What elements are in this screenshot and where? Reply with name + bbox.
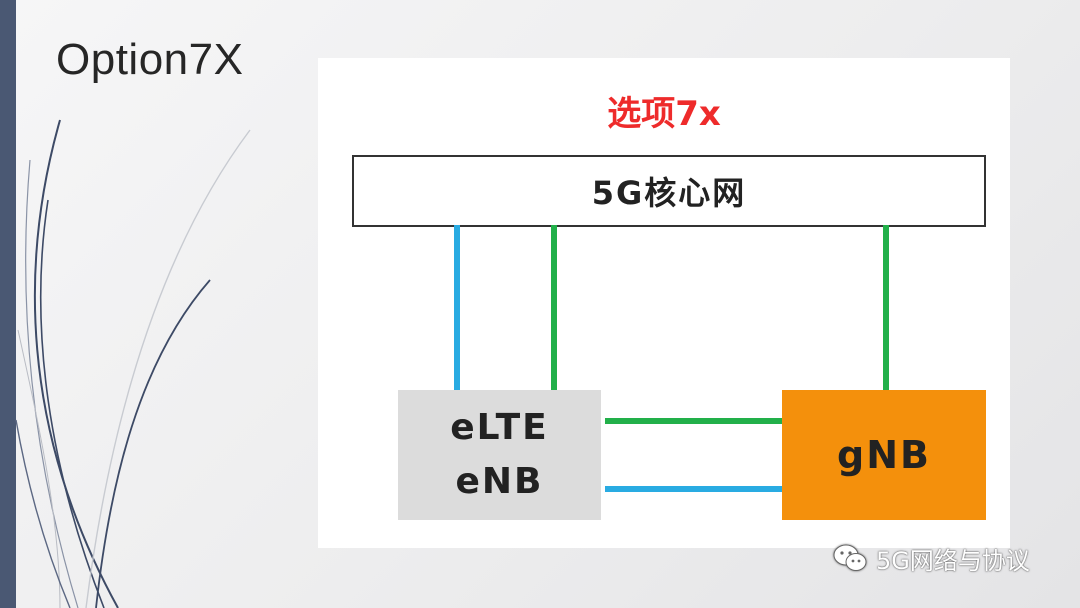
- elte-enb-node: eLTE eNB: [398, 390, 601, 520]
- gnb-core-link: [883, 225, 889, 390]
- option7x-diagram: 选项7x 5G核心网 eLTE eNB gNB: [318, 58, 1010, 548]
- enb-gnb-user-plane-link: [605, 486, 782, 492]
- gnb-node: gNB: [782, 390, 986, 520]
- wechat-icon: [833, 544, 867, 571]
- gnb-label: gNB: [837, 433, 931, 477]
- enb-label-line1: eLTE: [450, 407, 549, 448]
- watermark-text: 5G网络与协议: [876, 546, 1030, 575]
- core-network-label: 5G核心网: [591, 174, 747, 212]
- slide-title: Option7X: [56, 35, 244, 84]
- enb-gnb-control-plane-link: [605, 418, 782, 424]
- decorative-swooshes: [15, 119, 251, 608]
- left-accent-bar: [0, 0, 16, 608]
- enb-core-control-plane-link: [551, 225, 557, 390]
- enb-core-user-plane-link: [454, 225, 460, 390]
- core-network-box: 5G核心网: [352, 155, 986, 227]
- watermark: 5G网络与协议: [832, 540, 1030, 576]
- diagram-title: 选项7x: [607, 94, 721, 134]
- enb-label-line2: eNB: [455, 461, 544, 502]
